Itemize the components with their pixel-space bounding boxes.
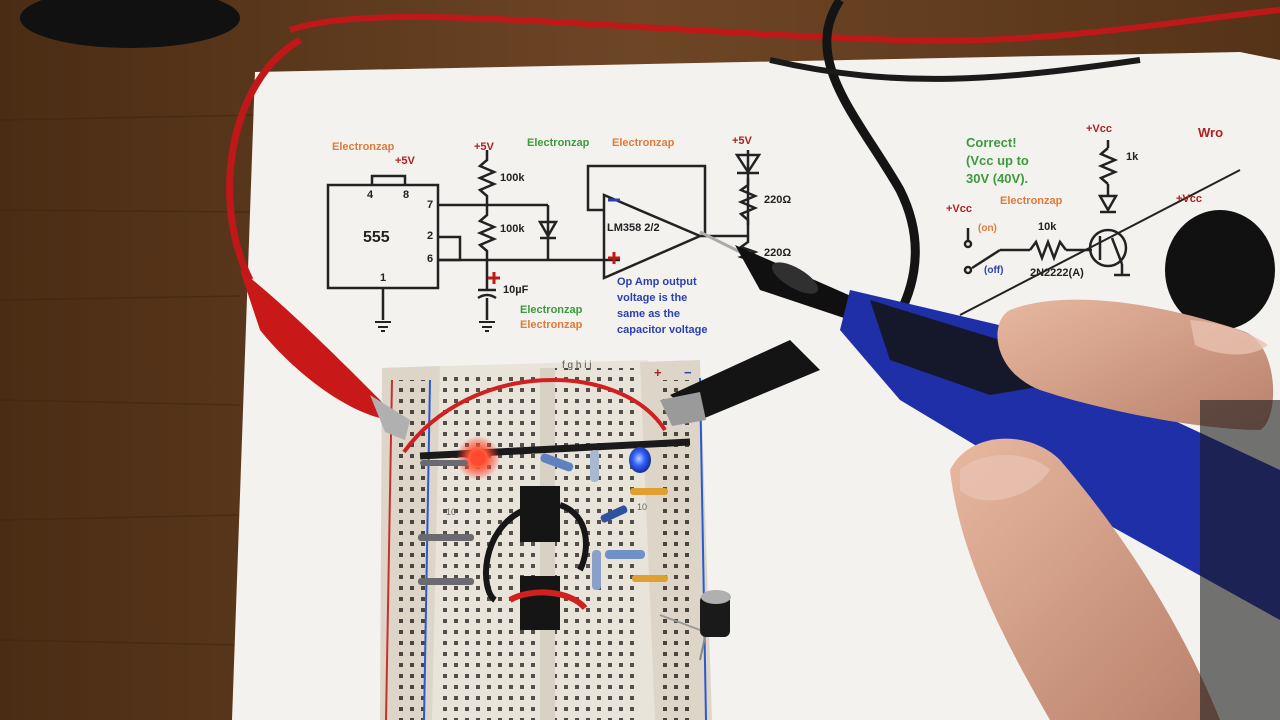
cross-out-line xyxy=(959,169,1241,316)
note-line: same as the xyxy=(617,308,680,320)
black-jumper-arc xyxy=(483,507,526,603)
resistor-3 xyxy=(605,550,645,559)
thumbnail xyxy=(960,455,1050,501)
blue-led xyxy=(629,447,651,473)
chip-label: 555 xyxy=(363,229,390,246)
red-alligator-clip xyxy=(240,270,410,440)
note-line: voltage is the xyxy=(617,292,688,304)
red-jumper-small xyxy=(508,589,588,611)
wood-grain xyxy=(0,114,261,646)
brand-label: Electronzap xyxy=(527,137,590,149)
pin-label: 4 xyxy=(367,189,374,201)
supply-label: +5V xyxy=(732,135,752,147)
black-jumper-arc2 xyxy=(558,502,589,572)
capacitor-label: 10µF xyxy=(503,284,529,296)
chip-555 xyxy=(520,486,560,542)
resistor-label: 100k xyxy=(500,172,525,184)
diode xyxy=(600,505,628,523)
fingernail xyxy=(1190,320,1268,355)
resistor-label: 10k xyxy=(1038,221,1057,233)
rail-minus-label: − xyxy=(684,365,692,380)
transistor-label: 2N2222(A) xyxy=(1030,267,1084,279)
switch-on-label: (on) xyxy=(978,223,997,234)
wrong-label: Wro xyxy=(1198,125,1224,140)
resistor-1 xyxy=(540,453,574,472)
supply-label: +5V xyxy=(474,141,494,153)
brand-label: Electronzap xyxy=(612,137,675,149)
grey-jumper-1 xyxy=(418,534,474,541)
red-jumper-arc xyxy=(402,377,667,454)
vcc-label: +Vcc xyxy=(946,203,972,215)
grey-jumper-2 xyxy=(418,578,474,585)
yellow-jumper-2 xyxy=(632,575,668,582)
pin-label: 7 xyxy=(427,199,434,211)
grey-jumper-3 xyxy=(420,460,468,466)
brand-label: Electronzap xyxy=(332,141,395,153)
ground-symbols xyxy=(375,321,495,332)
resistor-label: 1k xyxy=(1126,151,1139,163)
switch-off-label: (off) xyxy=(984,265,1004,276)
capacitor-lead xyxy=(659,614,701,631)
pin-label: 8 xyxy=(403,189,410,201)
resistor-label: 100k xyxy=(500,223,525,235)
note-line: (Vcc up to xyxy=(966,153,1029,168)
note-line: Correct! xyxy=(966,135,1017,150)
supply-label: +5V xyxy=(395,155,415,167)
row-number: 10 xyxy=(446,507,457,517)
note-line: 30V (40V). xyxy=(966,171,1029,186)
red-lead-wire xyxy=(289,7,1280,44)
resistor-2 xyxy=(590,450,599,482)
pin-label: 6 xyxy=(427,253,434,265)
capacitor xyxy=(699,590,731,661)
vcc-label: +Vcc xyxy=(1086,123,1112,135)
schematic-555 xyxy=(326,150,620,320)
dark-object-top xyxy=(20,0,240,48)
red-lead-wire-left xyxy=(226,36,302,282)
column-letters: f g h i j xyxy=(562,360,592,371)
plus-signs xyxy=(488,252,620,284)
yellow-jumper-1 xyxy=(630,488,668,495)
black-lead-wire xyxy=(822,0,920,333)
brand-label: Electronzap xyxy=(520,304,583,316)
shadow-right xyxy=(1200,400,1280,720)
note-line: Op Amp output xyxy=(617,276,697,288)
vcc-label: +Vcc xyxy=(1176,193,1202,205)
pin-label: 1 xyxy=(380,272,387,284)
resistor-label: 220Ω xyxy=(764,194,792,206)
black-alligator-clip xyxy=(660,340,820,426)
black-wire-top xyxy=(769,57,1141,82)
row-number: 10 xyxy=(637,502,648,512)
rail-plus-label: + xyxy=(654,365,662,380)
pin-label: 2 xyxy=(427,230,434,242)
brand-label: Electronzap xyxy=(1000,195,1063,207)
brand-label: Electronzap xyxy=(520,319,583,331)
chip-lm358 xyxy=(520,576,560,630)
resistor-label: 220Ω xyxy=(764,247,792,259)
opamp-label: LM358 2/2 xyxy=(607,222,660,234)
resistor-4 xyxy=(592,550,601,590)
red-led xyxy=(470,450,486,466)
note-line: capacitor voltage xyxy=(617,324,708,336)
